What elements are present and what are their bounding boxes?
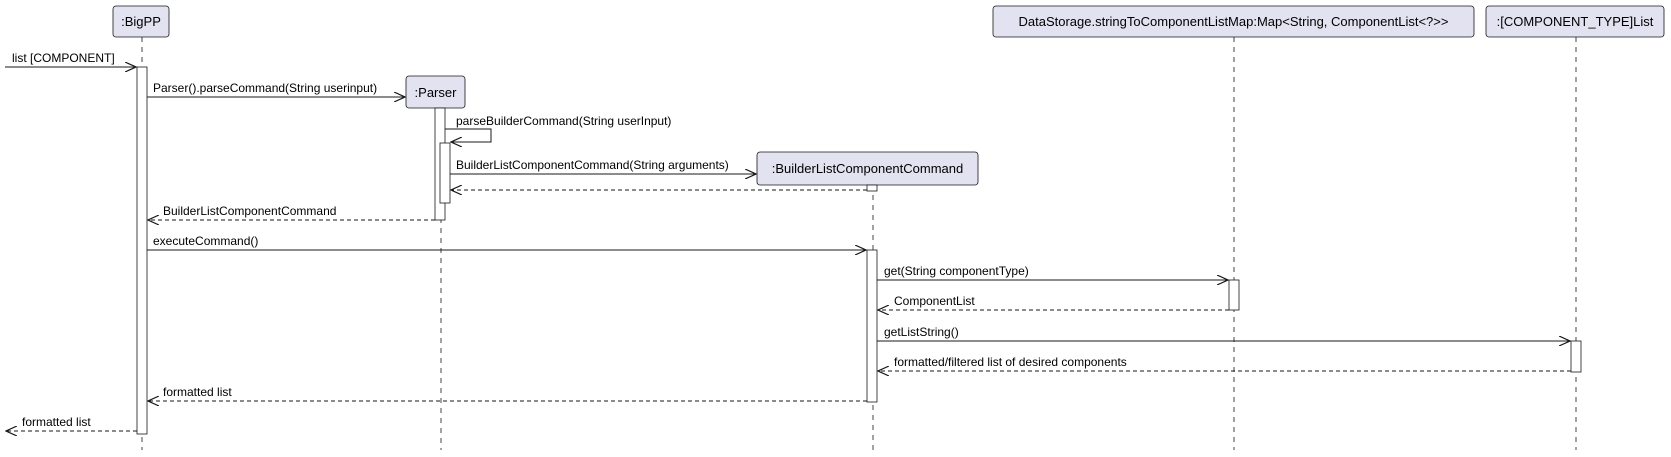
participants: :BigPP :Parser :BuilderListComponentComm… bbox=[112, 5, 1665, 186]
lifelines bbox=[141, 37, 1577, 450]
messages bbox=[5, 67, 1571, 431]
participant-bigpp: :BigPP bbox=[112, 5, 170, 38]
participant-datastorage: DataStorage.stringToComponentListMap:Map… bbox=[992, 5, 1475, 38]
participant-parser: :Parser bbox=[405, 75, 466, 109]
message-label-create-command: BuilderListComponentCommand(String argum… bbox=[456, 158, 729, 172]
participant-bigpp-label: :BigPP bbox=[121, 14, 161, 29]
activation-command bbox=[866, 249, 878, 403]
message-label-return-command: BuilderListComponentCommand bbox=[163, 204, 336, 218]
message-label-get-list-string: getListString() bbox=[884, 325, 959, 339]
message-label-return-componentlist: ComponentList bbox=[894, 294, 975, 308]
message-label-execute-command: executeCommand() bbox=[153, 234, 258, 248]
message-label-parse-builder-command: parseBuilderCommand(String userInput) bbox=[456, 114, 671, 128]
activation-command-init bbox=[866, 184, 878, 192]
participant-parser-label: :Parser bbox=[415, 85, 458, 100]
activation-componentlist bbox=[1570, 340, 1582, 373]
activation-datastorage bbox=[1228, 279, 1240, 311]
participant-command: :BuilderListComponentCommand bbox=[756, 151, 979, 186]
message-arrow-parse-builder-command bbox=[445, 128, 492, 142]
participant-componentlist-label: :[COMPONENT_TYPE]List bbox=[1497, 14, 1654, 29]
participant-componentlist: :[COMPONENT_TYPE]List bbox=[1485, 5, 1665, 38]
message-label-formatted-list-out: formatted list bbox=[22, 415, 91, 429]
message-label-list-component: list [COMPONENT] bbox=[12, 51, 115, 65]
message-label-get: get(String componentType) bbox=[884, 264, 1029, 278]
participant-datastorage-label: DataStorage.stringToComponentListMap:Map… bbox=[1019, 14, 1449, 29]
activation-parser-nested bbox=[439, 142, 451, 204]
message-labels: list [COMPONENT] Parser().parseCommand(S… bbox=[12, 51, 1127, 429]
activation-bigpp bbox=[136, 66, 148, 435]
activations bbox=[136, 66, 1582, 435]
message-label-return-filtered-list: formatted/filtered list of desired compo… bbox=[894, 355, 1127, 369]
message-label-return-formatted-list: formatted list bbox=[163, 385, 232, 399]
participant-command-label: :BuilderListComponentCommand bbox=[772, 161, 963, 176]
message-label-parse-command: Parser().parseCommand(String userinput) bbox=[153, 81, 377, 95]
